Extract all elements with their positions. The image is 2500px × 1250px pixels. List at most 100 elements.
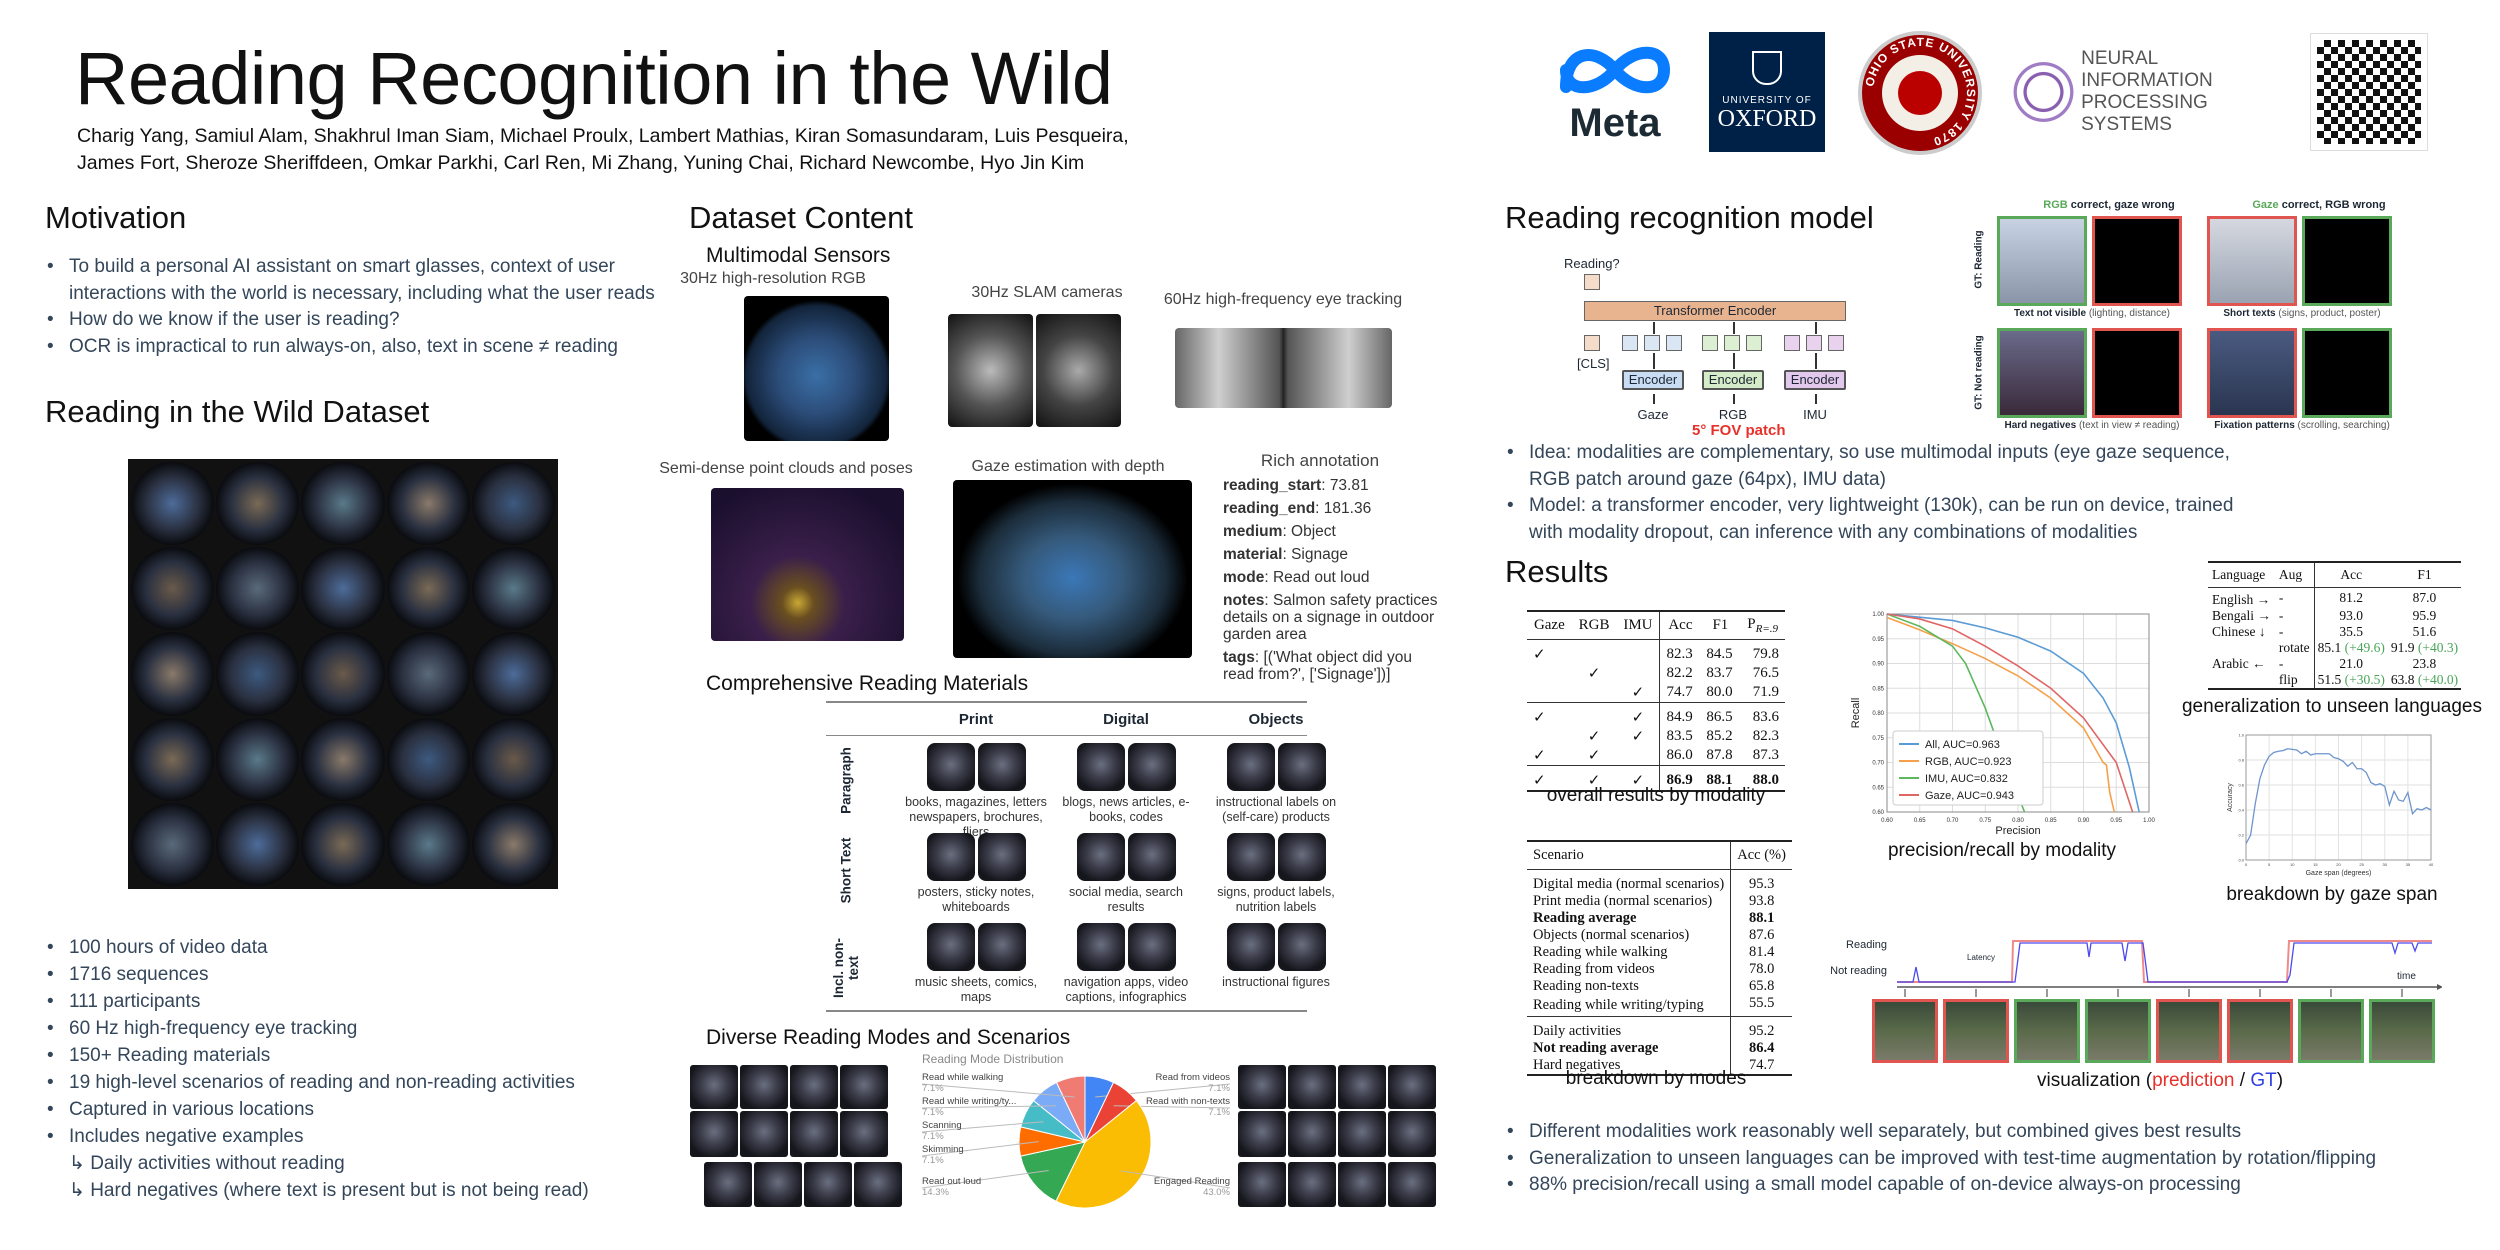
acc-cell: 81.2 (2313, 587, 2388, 608)
modality-token (1806, 335, 1822, 351)
scenario-thumbnail (1388, 1065, 1436, 1109)
table-cell: 55.5 (1730, 995, 1792, 1017)
scenario-thumbnail (1388, 1111, 1436, 1157)
language-cell (2208, 640, 2275, 656)
title-green: RGB (2043, 199, 2068, 211)
modality-input-label: Gaze (1637, 407, 1669, 422)
table-cell: ✓ (1587, 666, 1601, 682)
table-header-text: IMU (1623, 617, 1653, 633)
f1-value: 87.0 (2412, 590, 2437, 605)
y-axis-label: Accuracy (2227, 783, 2234, 812)
annotation-key: reading_start (1223, 477, 1322, 494)
table-cell: ✓ (1587, 748, 1601, 764)
cls-label: [CLS] (1577, 356, 1610, 371)
material-caption: instructional labels on (self-care) prod… (1215, 795, 1337, 824)
sample-frame (386, 632, 470, 716)
table-header: Gaze (1527, 611, 1572, 640)
table-cell: 83.7 (1706, 665, 1733, 681)
table-cell: 88.1 (1730, 910, 1792, 927)
sample-frame (301, 802, 385, 886)
table-cell (1616, 746, 1660, 766)
slam-right-image (1036, 314, 1121, 427)
pr-caption: precision/recall by modality (1887, 840, 2117, 861)
pie-slice (1055, 1099, 1152, 1209)
arrow (1733, 394, 1735, 404)
scenario-thumbnail (1338, 1111, 1386, 1157)
scenario-thumbnail (1238, 1111, 1286, 1157)
caption-bold: Short texts (2223, 308, 2276, 319)
scenario-thumbnail (1388, 1162, 1436, 1207)
qr-code[interactable] (2310, 33, 2428, 151)
table-cell: 71.9 (1752, 684, 1779, 700)
acc-cell: 21.0 (2313, 656, 2388, 672)
table-row: Print media (normal scenarios)93.8 (1527, 893, 1792, 910)
gaze-plot (2092, 216, 2182, 306)
table-cell: 84.5 (1706, 646, 1733, 662)
neurips-dots-icon (2012, 47, 2076, 137)
material-caption: navigation apps, video captions, infogra… (1063, 975, 1189, 1004)
table-cell: 86.0 (1659, 746, 1701, 766)
material-caption: music sheets, comics, maps (914, 975, 1038, 1004)
bullet-item: 150+ Reading materials (45, 1042, 665, 1069)
sub-bullet-item: ↳ Hard negatives (where text is present … (69, 1180, 589, 1201)
y-tick-label: 0.90 (1872, 662, 1884, 668)
scenario-thumbnail (790, 1065, 838, 1109)
annotation-value: : Salmon safety practices details on a s… (1223, 592, 1438, 643)
pie-svg (921, 1075, 1231, 1209)
table-cell: 95.3 (1730, 869, 1792, 893)
pie-percent: 7.1% (922, 1131, 944, 1142)
dataset-heading: Reading in the Wild Dataset (45, 394, 430, 429)
acc-cell: 93.0 (2313, 608, 2388, 624)
y-tick-label: 0.80 (1872, 711, 1884, 717)
rgb-image (744, 296, 889, 441)
table-header-text: P (1747, 616, 1756, 632)
pie-leader-line (921, 1121, 1044, 1133)
meta-wordmark: Meta (1569, 100, 1661, 145)
caption-bold: Text not visible (2014, 308, 2087, 319)
language-cell: English → (2212, 592, 2271, 607)
y-tick-label: 0.60 (1872, 810, 1884, 816)
failure-col1-title: RGB correct, gaze wrong (2009, 199, 2209, 211)
vis-svg (1897, 940, 2442, 997)
video-frame (1943, 999, 2009, 1063)
f1-cell: 95.9 (2388, 608, 2461, 624)
table-header: Scenario (1533, 847, 1584, 863)
pie-leader-line (1121, 1170, 1231, 1189)
table-header: Acc (2313, 562, 2388, 588)
arrow (1815, 322, 1817, 334)
table-cell: Reading non-texts (1533, 978, 1639, 994)
acc-delta: (+30.5) (2341, 672, 2385, 687)
annotation-heading: Rich annotation (1260, 451, 1380, 470)
failure-caption: Fixation patterns (scrolling, searching) (2197, 420, 2407, 431)
pie-slice (1019, 1141, 1086, 1202)
sample-frame (471, 802, 555, 886)
bullet-item: OCR is impractical to run always-on, als… (45, 334, 655, 361)
table-header: F1 (1700, 611, 1740, 640)
pr-curve-all (1886, 613, 2140, 813)
table-cell (1572, 703, 1617, 728)
materials-row-label: Paragraph (838, 747, 854, 814)
content-heading: Dataset Content (689, 200, 914, 235)
scenario-thumbnail (854, 1162, 902, 1207)
material-thumbnail (1128, 833, 1176, 881)
ohio-seal-svg: OHIO STATE UNIVERSITY 1870 (1858, 31, 1982, 155)
title-rest: correct, gaze wrong (2067, 199, 2175, 211)
y-tick-label: 1.00 (1872, 612, 1884, 618)
acc-value: 35.5 (2339, 624, 2364, 639)
model-list: Idea: modalities are complementary, so u… (1505, 440, 2265, 546)
table-cell: 82.3 (1752, 728, 1779, 744)
table-cell: Objects (normal scenarios) (1533, 927, 1690, 943)
ground-truth-line (1897, 942, 2432, 983)
gaze-depth-caption: Gaze estimation with depth (971, 458, 1165, 475)
y-tick-label: 0.8 (2238, 758, 2244, 763)
pie-percent: 7.1% (1208, 1107, 1230, 1118)
